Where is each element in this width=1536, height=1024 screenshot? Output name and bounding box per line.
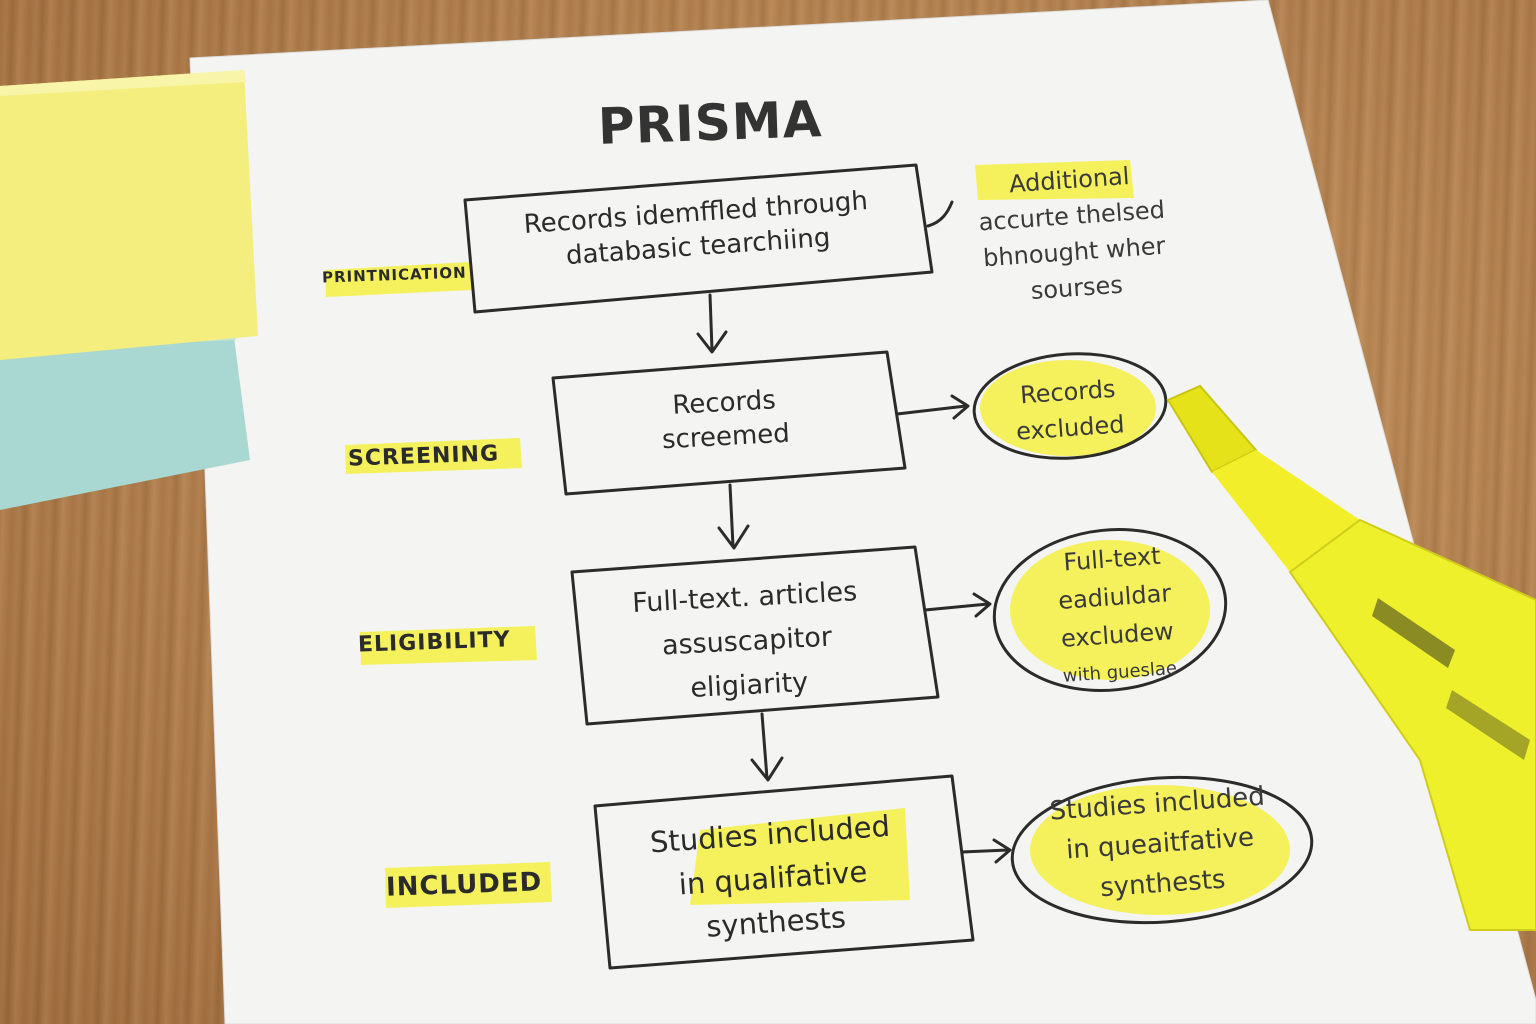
highlight-qualitative-ellipse (1030, 785, 1290, 915)
note-records-excluded: Records excluded (992, 369, 1147, 451)
note-qualitative: Studies included in queaitfative synthes… (1026, 775, 1294, 913)
box-fulltext-text: Full-text. articles assuscapitor eligiar… (609, 569, 886, 715)
arrow-down-2 (717, 483, 750, 550)
ellipse-records-excluded (972, 352, 1168, 460)
box-included-text: Studies included in qualifative synthest… (624, 802, 923, 954)
ellipse-fulltext-excluded (992, 528, 1228, 692)
highlight-fulltext-excluded (1010, 540, 1210, 680)
arrow-down-1 (696, 293, 728, 354)
arrow-down-3 (750, 712, 784, 782)
page-title: PRISMA (597, 90, 824, 156)
highlight-additional (975, 160, 1134, 200)
sticky-note-yellow (0, 70, 258, 360)
arrow-right-3 (960, 838, 1012, 864)
note-connector (926, 200, 954, 228)
box-fulltext (570, 545, 940, 726)
highlight-qualitative-box (690, 808, 910, 905)
box-screened (551, 350, 907, 496)
stage-label-included: INCLUDED (385, 867, 543, 903)
box-screened-text: Records screemed (618, 381, 831, 460)
note-additional: Additional accurte thelsed bhnought wher… (963, 155, 1183, 313)
stage-label-screening: SCREENING (347, 441, 500, 472)
arrow-right-2 (923, 592, 992, 618)
highlight-records-excluded (980, 360, 1156, 456)
box-included (593, 774, 975, 970)
note-fulltext-excluded: Full-text eadiuldar excludew with guesla… (1021, 534, 1211, 698)
highlight-eligibility (360, 626, 537, 665)
highlight-identification (325, 262, 472, 297)
box-identified (463, 163, 934, 314)
stage-label-eligibility: ELIGIBILITY (357, 627, 511, 658)
highlight-included (385, 862, 552, 908)
ellipse-qualitative (1010, 775, 1314, 925)
highlight-screening (345, 438, 522, 474)
arrow-right-1 (895, 394, 970, 420)
